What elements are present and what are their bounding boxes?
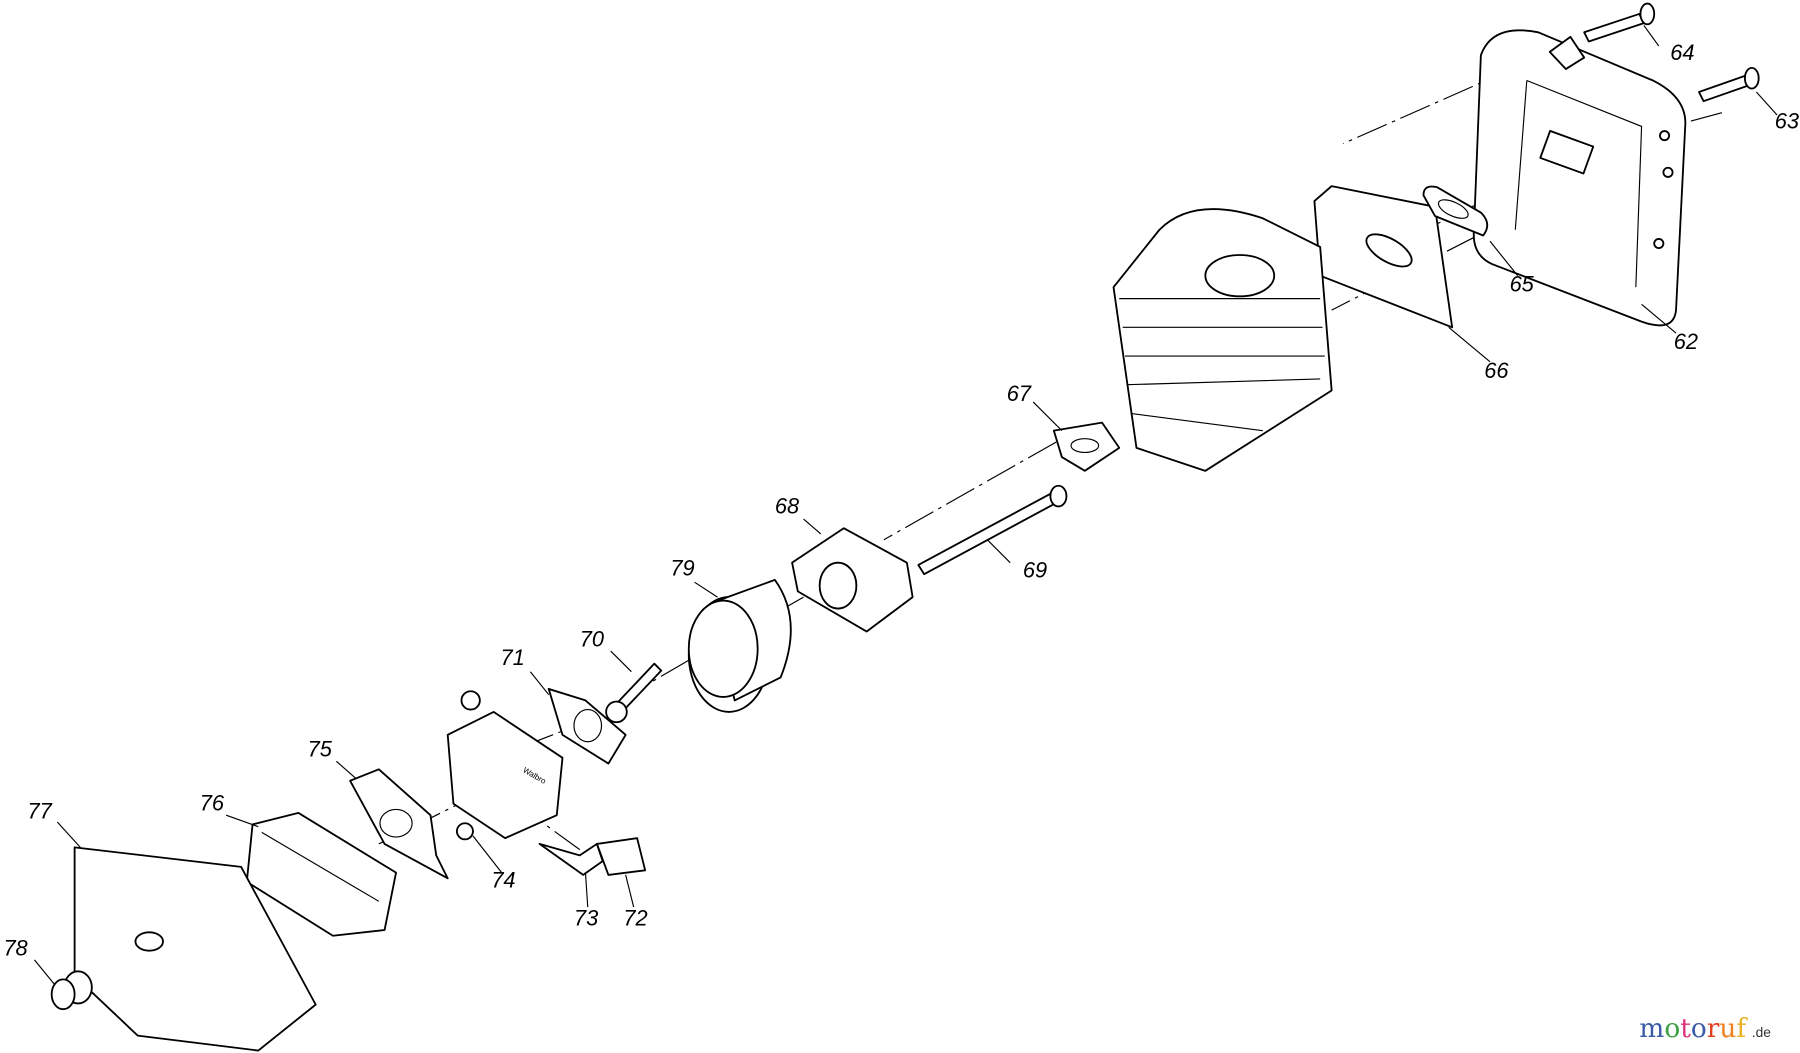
part-intake-boot-79 bbox=[687, 578, 792, 713]
part-gasket-75 bbox=[349, 768, 449, 880]
label-69: 69 bbox=[1023, 558, 1047, 583]
label-73: 73 bbox=[574, 905, 598, 930]
part-heat-shield-66 bbox=[1313, 185, 1454, 329]
label-66: 66 bbox=[1484, 358, 1509, 383]
label-75: 75 bbox=[308, 737, 333, 762]
part-muffler-62 bbox=[1472, 29, 1687, 327]
label-63: 63 bbox=[1775, 109, 1799, 134]
part-cylinder bbox=[1112, 208, 1333, 472]
part-gasket-71 bbox=[547, 688, 627, 765]
label-65: 65 bbox=[1510, 272, 1535, 297]
leader-lines bbox=[33, 25, 1778, 986]
part-screw-63 bbox=[1698, 66, 1760, 103]
label-76: 76 bbox=[200, 791, 225, 816]
part-washer-74 bbox=[455, 822, 474, 841]
part-carburetor: Walbro bbox=[446, 690, 564, 840]
label-74: 74 bbox=[491, 868, 515, 893]
part-knob-78 bbox=[50, 970, 93, 1011]
part-fitting-73 bbox=[538, 842, 604, 876]
label-62: 62 bbox=[1674, 329, 1698, 354]
part-screw-64 bbox=[1583, 2, 1656, 43]
label-64: 64 bbox=[1670, 40, 1694, 65]
label-77: 77 bbox=[28, 799, 53, 824]
part-knob-72 bbox=[596, 837, 647, 876]
part-gasket-67 bbox=[1052, 421, 1121, 472]
part-intake-flange-68 bbox=[791, 527, 914, 633]
motoruf-watermark-logo: motoruf .de bbox=[1639, 1013, 1771, 1044]
label-71: 71 bbox=[501, 645, 525, 670]
label-79: 79 bbox=[670, 555, 694, 580]
part-gasket-65 bbox=[1422, 185, 1489, 237]
label-70: 70 bbox=[580, 626, 604, 651]
watermark-main: motoruf bbox=[1639, 1013, 1748, 1044]
part-labels: 64 63 62 65 66 67 68 69 79 70 71 75 76 7… bbox=[3, 40, 1799, 960]
label-72: 72 bbox=[623, 905, 647, 930]
watermark-suffix: .de bbox=[1752, 1025, 1771, 1040]
part-screw-70 bbox=[605, 662, 663, 724]
label-78: 78 bbox=[3, 935, 27, 960]
label-68: 68 bbox=[775, 493, 799, 518]
part-bolt-69 bbox=[917, 484, 1068, 576]
label-67: 67 bbox=[1007, 381, 1032, 406]
